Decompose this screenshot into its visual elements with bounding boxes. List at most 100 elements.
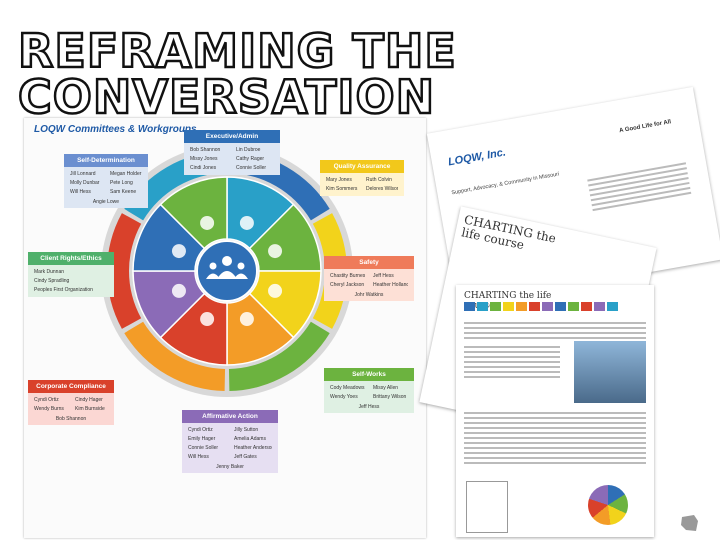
committee-member-name: Missy Jones (190, 156, 218, 162)
committee-member-name: Bob Shannon (190, 147, 221, 153)
quality-label: Quality Assurance (320, 160, 404, 173)
committee-member-name: Emily Hager (188, 436, 216, 442)
committee-member-name: Cyndi Ortiz (188, 427, 213, 433)
loqw-brochure-note: A Good Life for All (618, 119, 672, 135)
committee-member-name: Cyndi Ortiz (34, 397, 59, 403)
committee-member-name: Cindy Hager (75, 397, 103, 403)
committee-member-name: Brittany Wilson (373, 394, 407, 400)
charting-newsletter: CHARTING the life course (456, 285, 654, 537)
segment-icon (171, 283, 186, 298)
committee-member-name: Cindi Jones (190, 165, 217, 171)
committee-member-name: Sam Keene (110, 189, 137, 195)
segment-icon (268, 244, 283, 259)
newsletter-text-body (464, 409, 646, 467)
corporate-footer: Bob Shannon (55, 416, 87, 422)
committee-member-name: Molly Dunbar (70, 180, 100, 186)
committee-member-name: Lin Dubroe (236, 147, 261, 153)
committee-member-name: Mary Jones (326, 177, 352, 183)
newsletter-callout-box (466, 481, 508, 533)
committee-member-name: Megan Holder (110, 171, 142, 177)
committee-member-name: Cheryl Jackson (330, 282, 365, 288)
committee-member-name: Will Hess (70, 189, 91, 195)
newsletter-wheel-graphic (588, 485, 628, 525)
safety-label: Safety (324, 256, 414, 269)
committee-member-name: Connie Soller (188, 445, 219, 451)
committee-member-name: Delores Wilson (366, 186, 398, 192)
document-stack: LOQW, Inc. Support, Advocacy, & Communit… (419, 86, 720, 540)
people-icon (206, 256, 248, 279)
loqw-brochure-subtitle: Support, Advocacy, & Community in Missou… (451, 171, 560, 197)
title-line-1: REFRAMING THE (17, 24, 457, 78)
self-determination-label: Self-Determination (64, 154, 148, 167)
committee-member-name: Mark Dunnan (34, 269, 65, 275)
affirmative-footer: Jenny Baker (216, 464, 244, 470)
committee-member-name: Connie Soller (236, 165, 267, 171)
committee-member-name: Chastity Burnes (330, 273, 365, 279)
self-works-label: Self-Works (324, 368, 414, 381)
committee-member-name: Heather Anderson (234, 445, 272, 451)
committees-title: LOQW Committees & Workgroups (34, 124, 197, 135)
self-works-footer: Jeff Hess (358, 404, 380, 410)
brochure-text-lines (587, 159, 692, 214)
committee-member-name: Missy Allen (373, 385, 399, 391)
committee-member-name: Jilly Sutton (234, 427, 259, 433)
committee-member-name: Kim Sommers (326, 186, 358, 192)
newsletter-icon-strip (464, 302, 618, 311)
affirmative-label: Affirmative Action (182, 410, 278, 423)
ring-segment (228, 321, 330, 391)
committee-member-name: Jeff Gates (234, 454, 257, 460)
committee-member-name: Amelia Adams (234, 436, 266, 442)
committee-member-name: Cody Meadows (330, 385, 365, 391)
committee-member-name: Jeff Hess (373, 273, 394, 279)
committee-member-name: Will Hess (188, 454, 209, 460)
segment-icon (239, 215, 254, 230)
self-determination-footer: Angie Lowe (92, 199, 120, 205)
committee-wheel (101, 145, 353, 397)
committee-member-name: Cathy Rager (236, 156, 265, 162)
newsletter-text-top (464, 319, 646, 342)
client-rights-label: Client Rights/Ethics (28, 252, 114, 265)
page-title: REFRAMING THE CONVERSATION (17, 24, 457, 124)
loqw-brochure-title: LOQW, Inc. (447, 146, 507, 169)
committees-chart: LOQW Committees & Workgroups Executive/A… (24, 118, 426, 538)
committee-member-name: Peoples First Organization (34, 287, 93, 293)
inner-segments (132, 176, 322, 366)
committee-member-name: Wendy Burns (34, 406, 64, 412)
segment-icon (200, 312, 215, 327)
newsletter-text-left (464, 343, 560, 381)
ring-segment (124, 321, 226, 391)
segment-icon (268, 283, 283, 298)
executive-label: Executive/Admin (184, 130, 280, 143)
corporate-label: Corporate Compliance (28, 380, 114, 393)
committee-member-name: Pete Long (110, 180, 133, 186)
committee-member-name: Heather Hollander (373, 282, 408, 288)
corporate-box: Corporate Compliance Cyndi Ortiz Cindy Ha… (28, 380, 114, 425)
newsletter-photo (574, 341, 646, 403)
segment-icon (200, 215, 215, 230)
wheel-segment (159, 176, 228, 250)
ring-segment (106, 213, 142, 329)
missouri-map-icon (681, 515, 698, 531)
committee-member-name: Cindy Spradling (34, 278, 70, 284)
title-line-2: CONVERSATION (17, 70, 436, 124)
committee-member-name: Ruth Colvin (366, 177, 392, 183)
segment-icon (239, 312, 254, 327)
segment-icon (171, 244, 186, 259)
committee-member-name: Jill Lonnard (70, 171, 96, 177)
committee-member-name: Kim Burnside (75, 406, 105, 412)
committee-member-name: Wendy Yoes (330, 394, 358, 400)
affirmative-box: Affirmative Action Cyndi Ortiz Jilly Sutt… (182, 410, 278, 473)
safety-footer: Johr Watkins (354, 292, 384, 298)
